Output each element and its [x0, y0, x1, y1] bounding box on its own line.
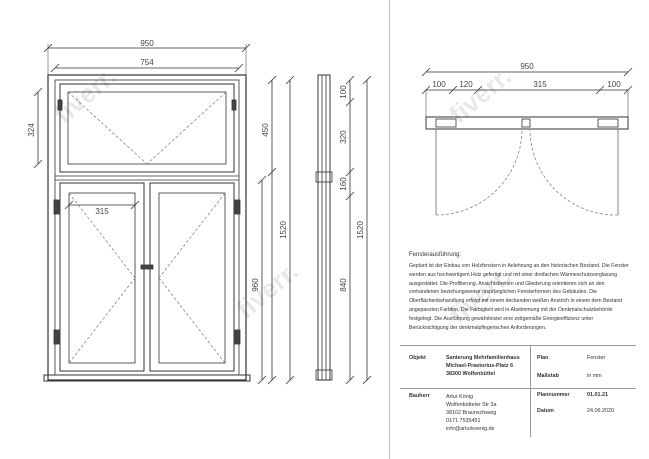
dim-side-2: 1520 [279, 221, 288, 239]
window-outer-frame [47, 74, 247, 381]
dim-plan-seg-1: 100 [432, 80, 446, 89]
bauherr-line-3: 38102 Braunschweig [446, 410, 497, 416]
dim-sec-320: 320 [339, 130, 348, 144]
titleblock-col-rule [530, 345, 531, 437]
dim-plan-total: 950 [520, 62, 534, 71]
bauherr-line-4: 0171 7535451 [446, 418, 481, 424]
plan-section [425, 116, 629, 130]
right-sash [149, 182, 235, 372]
dim-sec-840: 840 [339, 278, 348, 292]
dim-transom-height: 324 [27, 123, 36, 137]
dim-sec-160: 160 [339, 177, 348, 191]
plannummer-label: Plannummer [537, 392, 570, 398]
dim-plan-seg-2: 120 [459, 80, 473, 89]
left-glass [68, 192, 136, 364]
description-title: Fensterausführung: [409, 252, 462, 258]
dim-sash-width: 315 [95, 207, 109, 216]
bauherr-line-2: Wolfenbütteler Str 3a [446, 402, 497, 408]
bauherr-label: Bauherr [409, 393, 430, 399]
objekt-label: Objekt [409, 355, 426, 361]
dim-sec-1520: 1520 [356, 221, 365, 239]
titleblock-top-rule [400, 345, 636, 346]
side-section [317, 74, 331, 381]
dim-width-outer: 950 [140, 39, 154, 48]
dim-width-inner: 754 [140, 58, 154, 67]
objekt-line-2: Michael-Praetorius-Platz 6 [446, 363, 514, 369]
right-glass [158, 192, 226, 364]
dim-side-1: 450 [261, 123, 270, 137]
plannummer-value: 01.01.21 [587, 392, 608, 398]
transom-glass [67, 91, 227, 165]
objekt-line-3: 38300 Wolfenbüttel [446, 371, 496, 377]
objekt-line-1: Sanierung Mehrfamilienhaus [446, 355, 520, 361]
transom-sash [59, 83, 235, 173]
dim-plan-seg-3: 315 [533, 80, 547, 89]
bauherr-line-5: info@arturkoenig.de [446, 426, 495, 432]
massstab-value: in mm [587, 373, 602, 379]
massstab-label: Maßstab [537, 373, 559, 379]
dim-sec-100: 100 [339, 85, 348, 99]
dim-side-3: 960 [251, 278, 260, 292]
datum-label: Datum [537, 408, 554, 414]
titleblock-mid-rule [400, 388, 636, 389]
description-body: Geplant ist der Einbau von Holzfenstern … [409, 263, 629, 331]
datum-value: 24.06.2020 [587, 408, 614, 414]
sheet-divider [389, 0, 390, 459]
window-inner-frame [54, 79, 240, 376]
plan-label: Plan [537, 355, 549, 361]
dim-plan-seg-4: 100 [607, 80, 621, 89]
plan-value: Fenster [587, 355, 606, 361]
bauherr-line-1: Artur König [446, 394, 473, 400]
